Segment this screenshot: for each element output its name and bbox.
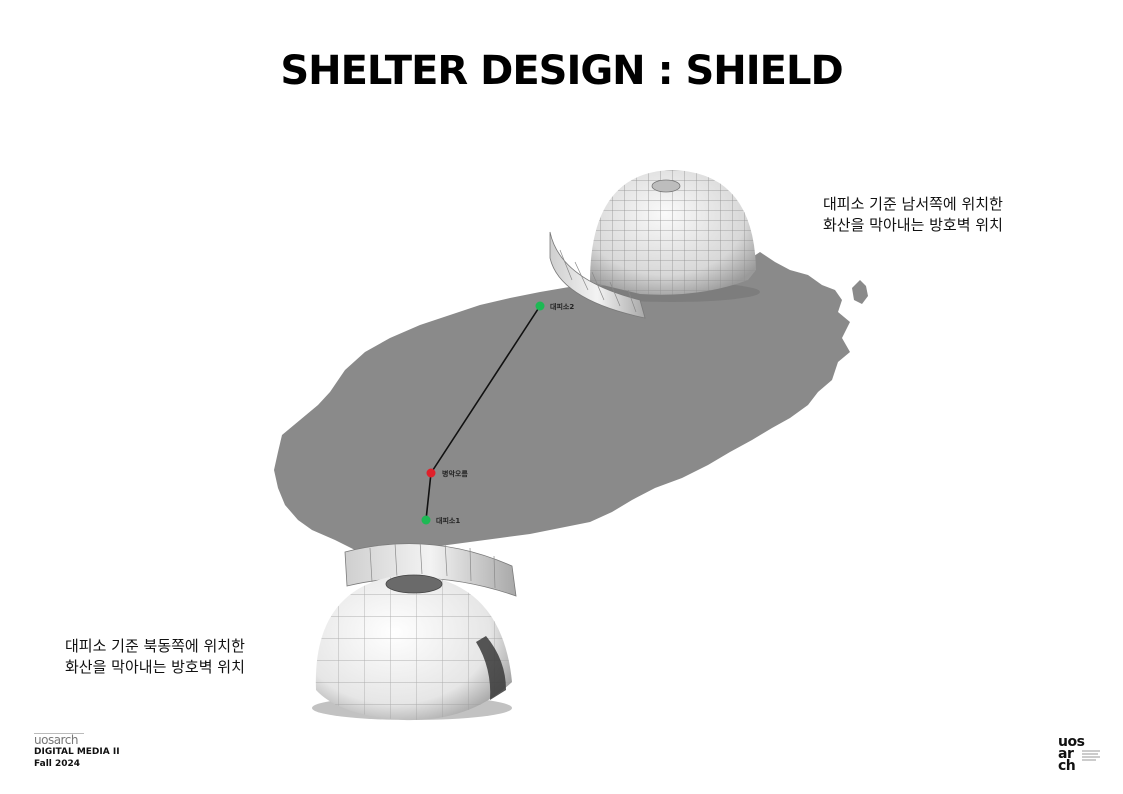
shelter-1-label: 대피소1 <box>436 516 460 525</box>
logo-fine-print-icon <box>1082 750 1100 761</box>
shield-wall-top <box>549 231 646 319</box>
course-term: Fall 2024 <box>34 759 81 769</box>
logo-line-1: uos <box>1058 734 1085 750</box>
logo-line-3: ch <box>1058 758 1076 774</box>
uosarch-logo: uos ar ch <box>1058 734 1108 776</box>
caption-bottom: 대피소 기준 북동쪽에 위치한 화산을 막아내는 방호벽 위치 <box>65 636 245 678</box>
shelter-1-point <box>421 515 431 525</box>
caption-top-line-1: 대피소 기준 남서쪽에 위치한 <box>823 195 1003 213</box>
shelter-2-point <box>535 301 545 311</box>
caption-bottom-line-2: 화산을 막아내는 방호벽 위치 <box>65 658 245 676</box>
course-name: DIGITAL MEDIA II <box>34 747 120 757</box>
footer-course-info: uosarch DIGITAL MEDIA II Fall 2024 <box>34 733 120 770</box>
volcano-label: 병악오름 <box>442 469 468 478</box>
logo-line-2: ar <box>1058 746 1074 762</box>
shelter-dome-bottom <box>312 574 512 721</box>
caption-top: 대피소 기준 남서쪽에 위치한 화산을 막아내는 방호벽 위치 <box>823 194 1003 236</box>
shelter-2-label: 대피소2 <box>550 302 574 311</box>
uosarch-small-logo: uosarch <box>34 733 84 746</box>
volcano-point <box>426 468 436 478</box>
page-title: SHELTER DESIGN : SHIELD <box>280 48 843 94</box>
islet-shape <box>852 280 868 304</box>
caption-bottom-line-1: 대피소 기준 북동쪽에 위치한 <box>65 637 245 655</box>
caption-top-line-2: 화산을 막아내는 방호벽 위치 <box>823 216 1003 234</box>
shelter-dome-top <box>584 170 760 302</box>
jeju-island-shape <box>274 252 850 550</box>
